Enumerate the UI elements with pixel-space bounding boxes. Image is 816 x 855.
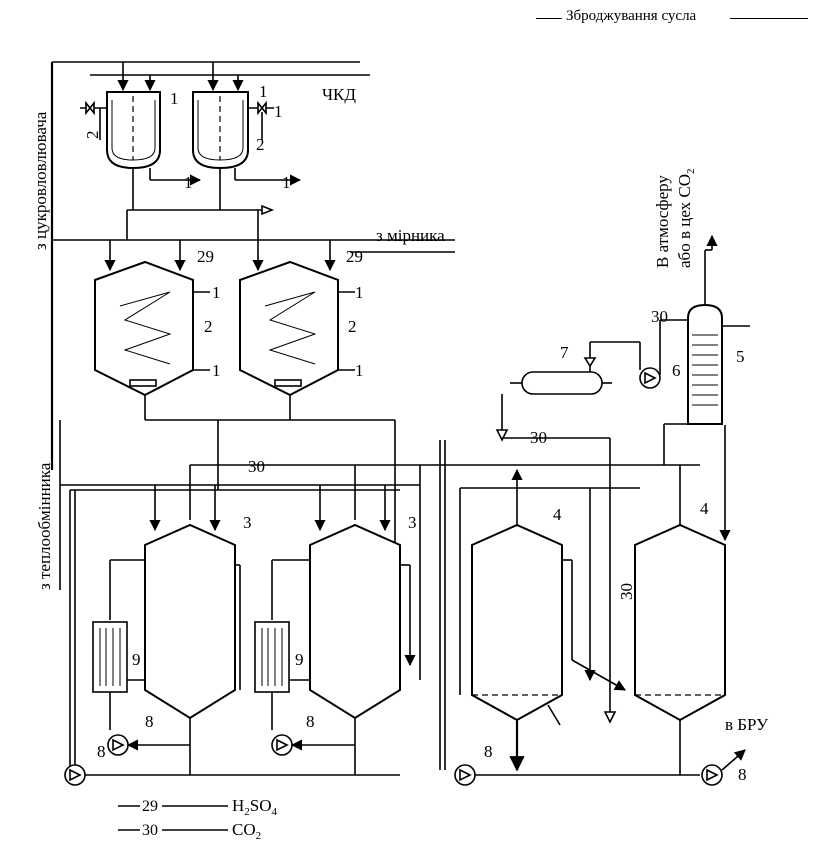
- fermenter-4-right: [584, 425, 731, 775]
- pump-8-b: [271, 734, 355, 756]
- label-line-29-left: 29: [197, 247, 214, 266]
- label-heat-pf-right-in: 1: [355, 283, 364, 302]
- svg-text:29: 29: [142, 798, 158, 815]
- label-fermenter-left: 3: [243, 513, 252, 532]
- label-co2-30-vertical: 30: [617, 583, 636, 600]
- legend-formula-h2so4: H2SO4: [232, 796, 278, 818]
- tank-1-left: [80, 91, 202, 210]
- label-pre-fermenter-right: 2: [348, 317, 357, 336]
- heat-exchanger-9-right: [254, 621, 310, 730]
- pre-fermenter-2-right: [239, 260, 355, 420]
- legend: 29 H2SO4 30 CO2: [118, 796, 278, 842]
- label-co2-line-30: 30: [248, 457, 265, 476]
- label-gas-pump: 6: [672, 361, 681, 380]
- label-to-bru: в БРУ: [725, 715, 769, 734]
- label-to-atmosphere-1: В атмосферу: [653, 175, 672, 268]
- scrubber-5: [663, 234, 750, 465]
- legend-item-30: 30 CO2: [118, 820, 261, 842]
- heat-exchanger-9-left: [92, 621, 145, 730]
- transfer-lines-1-to-2: [104, 204, 455, 272]
- separator-7: [495, 341, 641, 724]
- page-header: Зброджування сусла: [0, 8, 816, 28]
- label-pump-d: 8: [484, 742, 493, 761]
- pump-8-c: [64, 490, 400, 786]
- pump-8-d: [454, 764, 700, 786]
- label-outlet-1-left: 1: [184, 173, 193, 192]
- label-co2-30-mid: 30: [530, 428, 547, 447]
- label-fermenter-4-left: 4: [553, 505, 562, 524]
- pre-fermenter-2-left: [94, 260, 210, 420]
- label-fermenter-right: 3: [408, 513, 417, 532]
- label-heat-1-right: 1: [274, 102, 283, 121]
- svg-text:або в цех СО2: або в цех СО2: [675, 168, 697, 268]
- label-pump-b: 8: [306, 712, 315, 731]
- legend-item-29: 29 H2SO4: [118, 796, 278, 818]
- label-heat-exchanger-right: 9: [295, 650, 304, 669]
- legend-formula-co2: CO2: [232, 820, 261, 842]
- label-heat-2-right: 2: [256, 135, 265, 154]
- label-from-meter: з мірника: [376, 226, 445, 245]
- label-pump-a: 8: [145, 712, 154, 731]
- header-rule-left: [536, 18, 562, 19]
- label-heat-pf-left-out: 1: [212, 361, 221, 380]
- label-tank-1-right: 1: [259, 82, 268, 101]
- fermenter-3-right: [271, 485, 416, 775]
- label-line-29-right: 29: [346, 247, 363, 266]
- label-from-heat-exchanger: з теплообмінника: [35, 462, 54, 590]
- label-fermenter-4-right: 4: [700, 499, 709, 518]
- label-pump-e: 8: [738, 765, 747, 784]
- pump-8-a: [107, 734, 190, 756]
- fermenter-4-left: [459, 468, 640, 772]
- label-chkd: ЧКД: [322, 85, 356, 104]
- fermenter-3-left: [109, 485, 241, 775]
- top-feed-lines: [90, 62, 370, 92]
- label-scrubber: 5: [736, 347, 745, 366]
- label-heat-pf-right-out: 1: [355, 361, 364, 380]
- tank-1-right: [192, 91, 302, 210]
- label-heat-pf-left-in: 1: [212, 283, 221, 302]
- label-from-sugar-collector: з цукровловлювача: [31, 111, 50, 250]
- label-separator: 7: [560, 343, 569, 362]
- label-pre-fermenter-left: 2: [204, 317, 213, 336]
- label-heat-1-left: 2: [83, 131, 102, 140]
- header-rule-right: [730, 18, 808, 19]
- section-title: Зброджування сусла: [566, 8, 697, 24]
- left-supply-lines: [50, 61, 455, 780]
- svg-text:30: 30: [142, 822, 158, 839]
- pump-8-e: [701, 749, 746, 786]
- gas-pump-6: [639, 319, 688, 389]
- label-pump-c: 8: [97, 742, 106, 761]
- label-co2-30-top: 30: [651, 307, 668, 326]
- label-heat-exchanger-left: 9: [132, 650, 141, 669]
- label-to-atmosphere-2: або в цех СО2: [675, 168, 697, 268]
- label-outlet-1-right: 1: [282, 173, 291, 192]
- label-tank-1-left: 1: [170, 89, 179, 108]
